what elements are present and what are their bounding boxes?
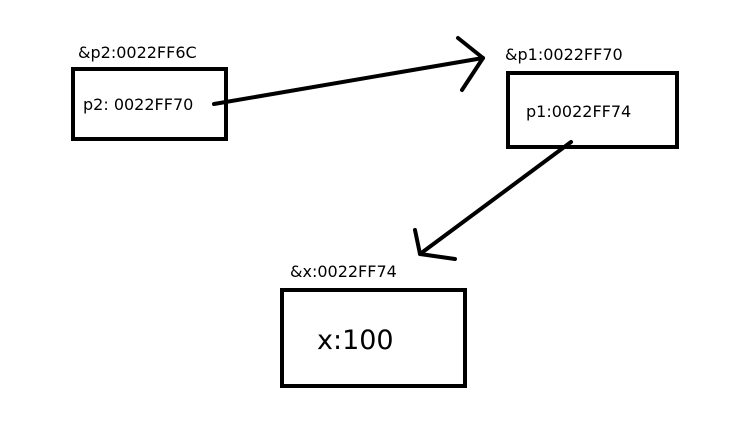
- p1-box: p1:0022FF74: [506, 71, 679, 149]
- arrow-p1-to-x-head: [413, 228, 457, 261]
- arrow-p2-to-p1: [212, 36, 485, 106]
- x-address-label: &x:0022FF74: [290, 262, 397, 281]
- p2-address-label: &p2:0022FF6C: [78, 43, 197, 62]
- arrow-p1-to-x-shaft: [418, 140, 573, 256]
- p1-content: p1:0022FF74: [526, 102, 632, 121]
- p2-content: p2: 0022FF70: [83, 95, 194, 114]
- arrow-p1-to-x: [413, 140, 573, 261]
- x-box: x:100: [280, 288, 467, 388]
- p1-address-label: &p1:0022FF70: [505, 45, 623, 64]
- arrow-p2-to-p1-head: [456, 36, 485, 92]
- arrow-p2-to-p1-shaft: [212, 56, 485, 106]
- x-content: x:100: [317, 325, 394, 356]
- p2-box: p2: 0022FF70: [71, 67, 228, 141]
